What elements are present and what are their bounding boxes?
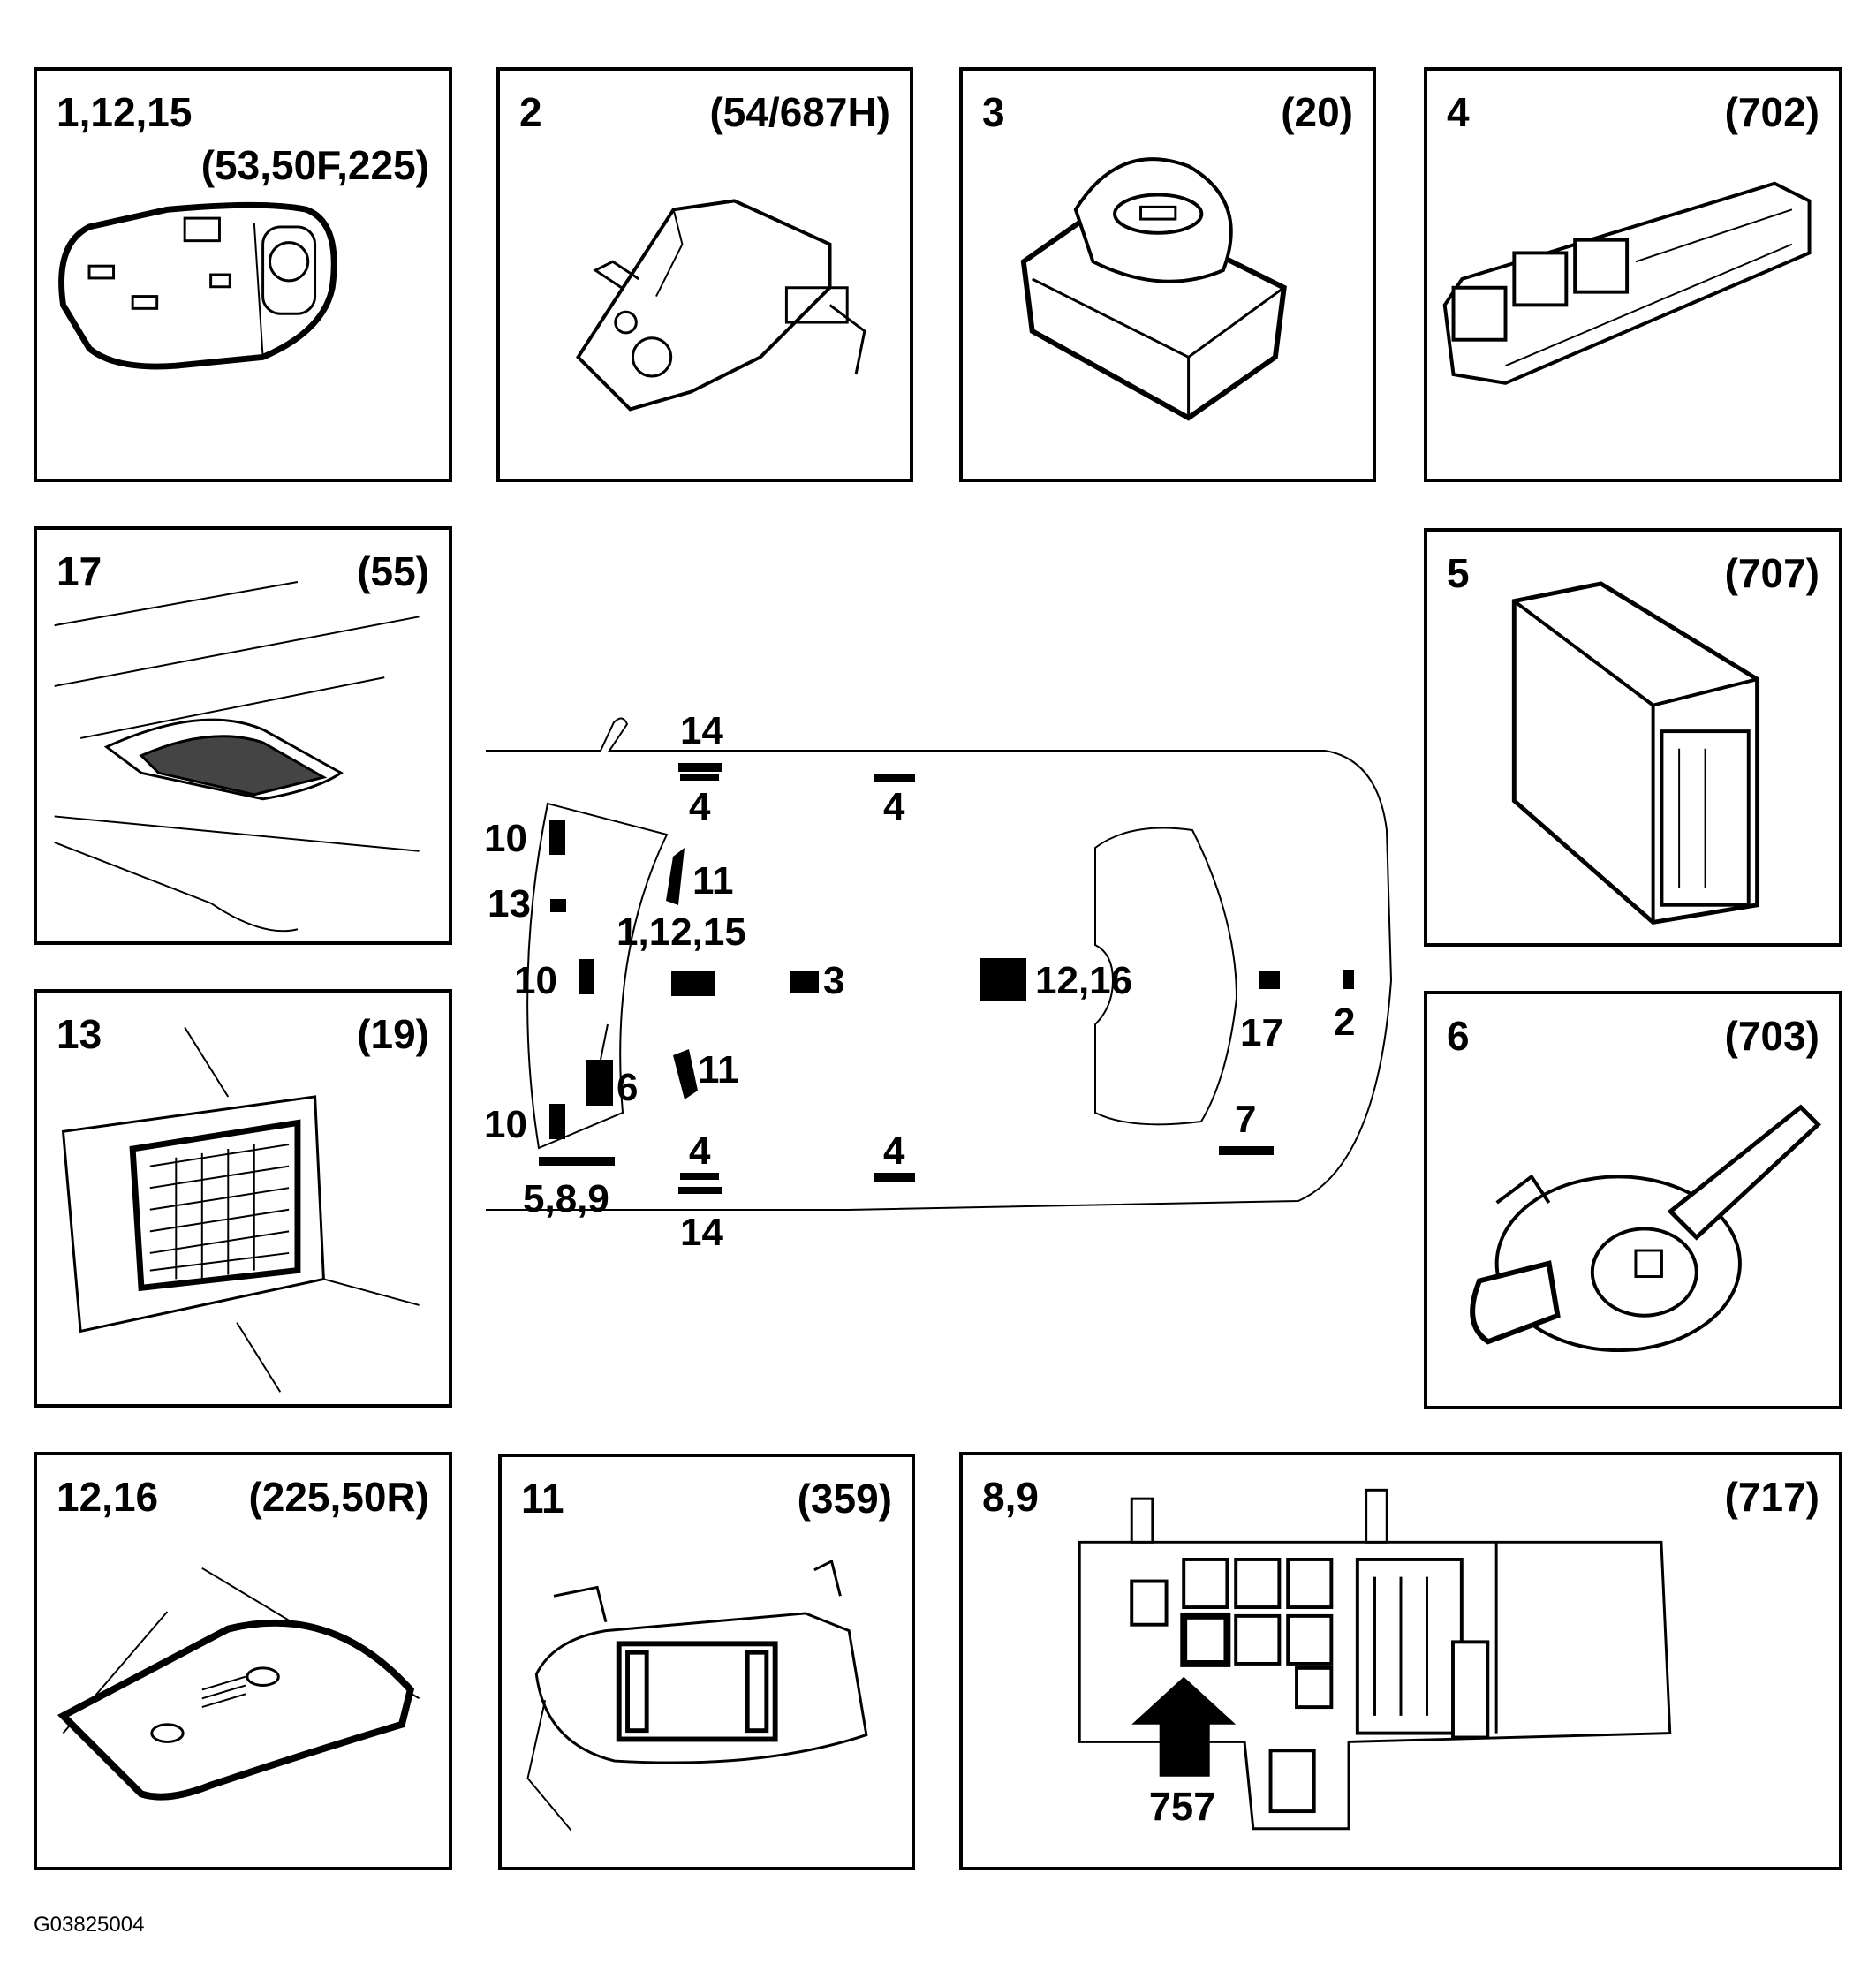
- component-panel-5: 5 (707): [1424, 528, 1842, 947]
- panel-number: 17: [57, 548, 102, 594]
- component-panel-17: 17 (55): [34, 526, 452, 945]
- marker-3: [790, 971, 819, 993]
- component-panel-8-9: 8,9 (717) 757: [959, 1452, 1842, 1870]
- marker-5-8-9: [539, 1157, 615, 1166]
- panel-code: (20): [1281, 89, 1353, 135]
- component-panel-3: 3 (20): [959, 67, 1376, 482]
- vehicle-location-diagram: 14 4 4 10 13 11 1,12,15 10 3 12,16 2 17 …: [484, 709, 1393, 1254]
- vehicle-outline: [486, 717, 1393, 1211]
- marker-11-top: [666, 848, 685, 905]
- component-panel-4: 4 (702): [1424, 67, 1842, 482]
- windshield-outline: [526, 802, 669, 1150]
- rear-interior-sensor-illustration: [54, 581, 420, 933]
- panel-number: 8,9: [982, 1474, 1039, 1520]
- label-4-top-left: 4: [689, 785, 711, 828]
- location-arrow: [1131, 1676, 1237, 1777]
- rear-roof-console-illustration: [57, 1567, 420, 1801]
- panel-code: (707): [1724, 550, 1819, 596]
- location-labels: 14 4 4 10 13 11 1,12,15 10 3 12,16 2 17 …: [484, 709, 1355, 1254]
- steering-column-switch-illustration: [1470, 1104, 1821, 1353]
- marker-4-top-left: [680, 774, 719, 781]
- panel-code: (19): [357, 1011, 429, 1057]
- label-13: 13: [488, 882, 531, 925]
- front-roof-console-illustration: [58, 201, 337, 370]
- marker-12-16: [980, 958, 1026, 1001]
- panel-code: (703): [1724, 1013, 1819, 1059]
- label-12-16: 12,16: [1035, 959, 1132, 1002]
- marker-4-bot-left: [680, 1173, 719, 1180]
- marker-13: [550, 899, 566, 912]
- control-module-box-illustration: [1511, 581, 1760, 925]
- panel-number: 12,16: [57, 1474, 159, 1520]
- label-4-top-right: 4: [883, 785, 905, 828]
- label-1-12-15: 1,12,15: [617, 910, 746, 954]
- label-2: 2: [1334, 1001, 1355, 1044]
- marker-1-12-15: [671, 971, 715, 996]
- panel-number: 3: [982, 89, 1005, 135]
- marker-11-bot: [673, 1049, 698, 1099]
- panel-code: (53,50F,225): [200, 142, 429, 188]
- component-panel-12-16: 12,16 (225,50R): [34, 1452, 452, 1870]
- component-panel-2: 2 (54/687H): [496, 67, 913, 482]
- marker-2: [1343, 970, 1354, 989]
- label-14-top: 14: [680, 709, 723, 752]
- panel-code: (717): [1724, 1474, 1819, 1520]
- panel-number: 11: [521, 1476, 564, 1522]
- ignition-switch-module-illustration: [1020, 157, 1287, 421]
- panel-number: 13: [57, 1011, 102, 1057]
- panel-number: 2: [519, 89, 542, 135]
- window-switch-panel-illustration: [1442, 181, 1812, 385]
- panel-number: 1,12,15: [57, 89, 193, 135]
- label-10-c: 10: [484, 1103, 527, 1146]
- sun-visor-mirror-illustration: [526, 1559, 868, 1832]
- marker-4-top-right: [874, 774, 915, 782]
- marker-10-b: [579, 959, 594, 994]
- marker-17: [1259, 971, 1280, 989]
- hood-latch-illustration: [575, 199, 866, 412]
- label-10-b: 10: [514, 959, 557, 1002]
- panel-code: (55): [357, 548, 429, 594]
- label-4-bot-right: 4: [883, 1129, 905, 1173]
- label-4-bot-left: 4: [689, 1129, 711, 1173]
- panel-number: 5: [1447, 550, 1470, 596]
- component-panel-11: 11 (359): [498, 1454, 915, 1870]
- figure-id: G03825004: [34, 1913, 145, 1937]
- marker-14-bot: [678, 1187, 722, 1194]
- panel-code: (54/687H): [709, 89, 890, 135]
- component-panel-6: 6 (703): [1424, 991, 1842, 1409]
- panel-code: (359): [797, 1476, 892, 1522]
- fuse-relay-box-illustration: 757: [1078, 1488, 1672, 1831]
- label-11-top: 11: [692, 859, 734, 903]
- label-10-a: 10: [484, 817, 527, 860]
- interior-speaker-grille-illustration: [61, 1026, 420, 1393]
- label-7: 7: [1235, 1098, 1256, 1141]
- marker-6: [586, 1060, 613, 1106]
- label-6: 6: [617, 1066, 638, 1109]
- label-14-bot: 14: [680, 1211, 723, 1254]
- label-11-bot: 11: [698, 1048, 739, 1091]
- arrow-label: 757: [1149, 1784, 1215, 1829]
- component-panel-13: 13 (19): [34, 989, 452, 1408]
- marker-10-a: [549, 820, 565, 855]
- marker-10-c: [549, 1104, 565, 1139]
- label-3: 3: [823, 959, 844, 1002]
- panel-number: 4: [1447, 89, 1470, 135]
- component-panel-1-12-15: 1,12,15 (53,50F,225): [34, 67, 452, 482]
- label-5-8-9: 5,8,9: [523, 1177, 609, 1220]
- marker-4-bot-right: [874, 1173, 915, 1182]
- panel-code: (702): [1724, 89, 1819, 135]
- panel-code: (225,50R): [248, 1474, 429, 1520]
- component-markers: [539, 763, 1354, 1194]
- panel-number: 6: [1447, 1013, 1470, 1059]
- marker-7: [1219, 1146, 1274, 1155]
- label-17: 17: [1240, 1011, 1283, 1054]
- rear-window-outline: [1094, 827, 1238, 1126]
- marker-14-top: [678, 763, 722, 772]
